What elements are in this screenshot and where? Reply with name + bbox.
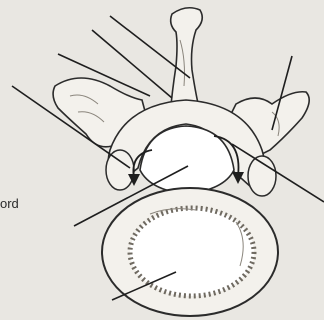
left-pedicle	[106, 150, 134, 190]
partial-label-spinal-cord: ord	[0, 196, 19, 211]
vertebral-body-spongy-area	[130, 208, 254, 296]
